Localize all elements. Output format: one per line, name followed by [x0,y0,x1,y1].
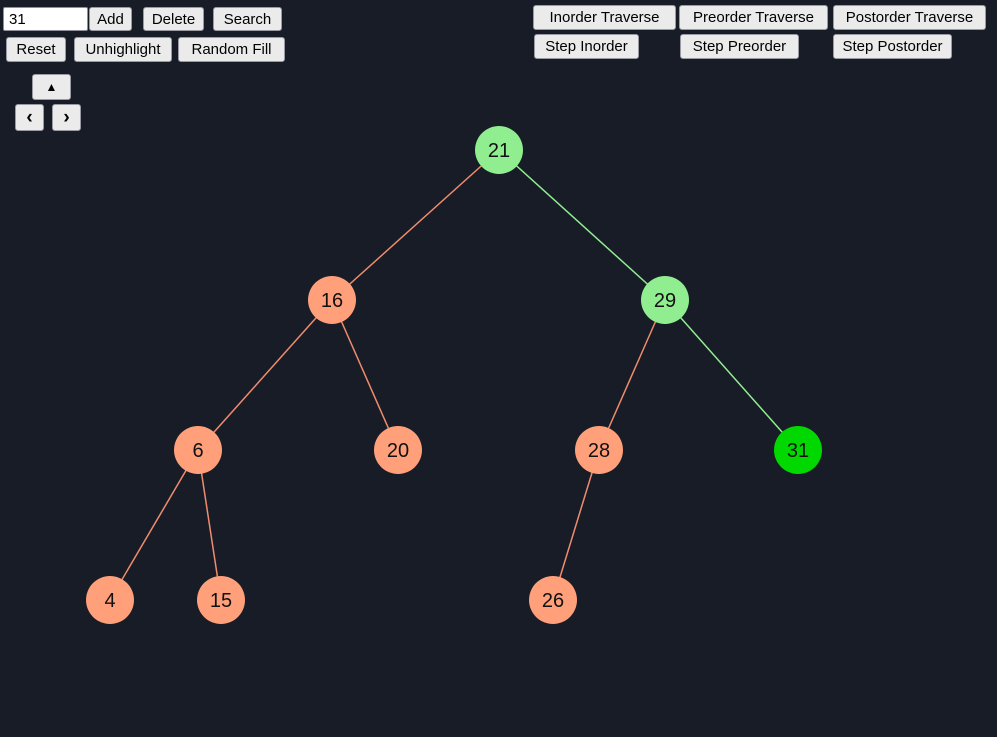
tree-node-26: 26 [529,576,577,624]
postorder-traverse-button[interactable]: Postorder Traverse [833,5,986,30]
chevron-left-icon: ‹ [26,107,33,128]
tree-node-31: 31 [774,426,822,474]
preorder-traverse-button[interactable]: Preorder Traverse [679,5,828,30]
node-value-label: 4 [104,590,115,612]
node-circle [86,576,134,624]
pan-up-button[interactable]: ▲ [32,74,71,100]
add-button[interactable]: Add [89,7,132,31]
step-postorder-button[interactable]: Step Postorder [833,34,952,59]
tree-edge-6-4 [109,449,199,601]
node-circle [197,576,245,624]
node-circle [575,426,623,474]
node-value-label: 6 [192,440,203,462]
tree-node-21: 21 [475,126,523,174]
random-fill-button[interactable]: Random Fill [178,37,285,62]
tree-edge-28-26 [552,449,600,601]
node-circle [641,276,689,324]
step-inorder-button[interactable]: Step Inorder [534,34,639,59]
value-input[interactable] [3,7,88,31]
node-value-label: 31 [787,440,809,462]
node-value-label: 21 [488,140,510,162]
unhighlight-button[interactable]: Unhighlight [74,37,172,62]
delete-button[interactable]: Delete [143,7,204,31]
reset-button[interactable]: Reset [6,37,66,62]
node-value-label: 20 [387,440,409,462]
tree-node-29: 29 [641,276,689,324]
search-button[interactable]: Search [213,7,282,31]
tree-edge-16-20 [331,299,399,451]
node-circle [308,276,356,324]
tree-edge-21-16 [331,149,500,301]
node-circle [374,426,422,474]
node-value-label: 15 [210,590,232,612]
node-value-label: 16 [321,290,343,312]
chevron-right-icon: › [63,107,70,128]
tree-edge-29-28 [598,299,666,451]
inorder-traverse-button[interactable]: Inorder Traverse [533,5,676,30]
up-arrow-icon: ▲ [45,80,58,94]
node-value-label: 29 [654,290,676,312]
tree-edge-21-29 [498,149,666,301]
tree-edge-6-15 [197,449,222,601]
tree-node-16: 16 [308,276,356,324]
node-value-label: 28 [588,440,610,462]
pan-left-button[interactable]: ‹ [15,104,44,131]
pan-right-button[interactable]: › [52,104,81,131]
tree-node-6: 6 [174,426,222,474]
tree-node-20: 20 [374,426,422,474]
step-preorder-button[interactable]: Step Preorder [680,34,799,59]
tree-edge-16-6 [197,299,333,451]
tree-node-15: 15 [197,576,245,624]
node-circle [774,426,822,474]
node-circle [529,576,577,624]
node-value-label: 26 [542,590,564,612]
tree-edge-29-31 [664,299,799,451]
node-circle [174,426,222,474]
tree-node-28: 28 [575,426,623,474]
node-circle [475,126,523,174]
tree-node-4: 4 [86,576,134,624]
